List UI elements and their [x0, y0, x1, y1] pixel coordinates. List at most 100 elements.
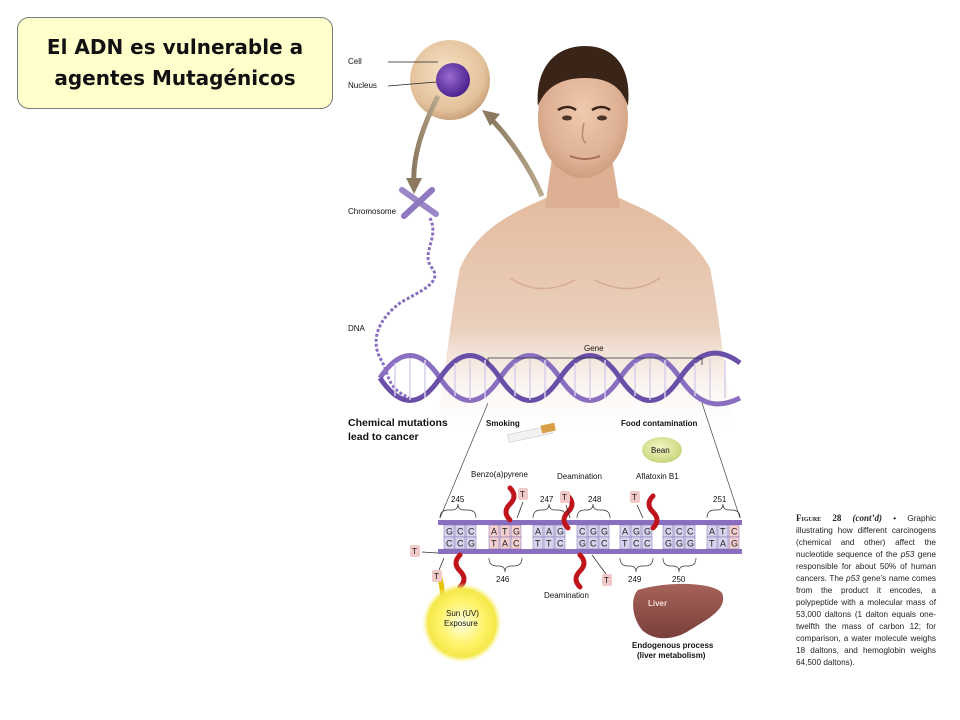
sun-line1: Sun (UV): [446, 609, 479, 618]
bottom-base-box: [454, 536, 466, 550]
bottom-base: G: [579, 539, 586, 549]
bottom-base: G: [731, 539, 738, 549]
gene-label: Gene: [584, 344, 604, 353]
bottom-base: T: [535, 539, 541, 549]
cell-label: Cell: [348, 57, 362, 66]
caption-bullet: •: [893, 514, 897, 523]
sun-icon: [422, 583, 502, 663]
top-base: G: [644, 527, 651, 537]
dna-double-helix: [377, 350, 742, 407]
bottom-base-box: [543, 536, 555, 550]
top-base: C: [468, 527, 475, 537]
top-base: G: [446, 527, 453, 537]
illustration-svg: Cell Nucleus Chromosome DNA Gene Che: [340, 18, 770, 668]
bottom-base-box: [673, 536, 685, 550]
codon-245: 245: [451, 495, 465, 504]
bottom-base: C: [633, 539, 640, 549]
bottom-base: T: [622, 539, 628, 549]
endogenous-line1: Endogenous process: [632, 641, 714, 650]
bottom-base: C: [513, 539, 520, 549]
codon-251: 251: [713, 495, 727, 504]
codon-249: 249: [628, 575, 642, 584]
bottom-base-box: [598, 536, 610, 550]
bottom-base-box: [576, 536, 588, 550]
top-base: A: [622, 527, 628, 537]
bottom-base-box: [465, 536, 477, 550]
top-base: C: [665, 527, 672, 537]
caption-text-1: Graphic illustrating how different carci…: [796, 514, 936, 559]
bean-icon: [642, 437, 682, 463]
endogenous-line2: (liver metabolism): [637, 651, 706, 660]
bottom-base: G: [676, 539, 683, 549]
bottom-base: T: [491, 539, 497, 549]
svg-text:T: T: [412, 547, 417, 556]
carcinogen-illustration: Cell Nucleus Chromosome DNA Gene Che: [340, 18, 770, 668]
caption-gene-2: p53: [846, 574, 860, 583]
bottom-base-box: [684, 536, 696, 550]
liver-icon: [633, 583, 724, 639]
bottom-base-box: [488, 536, 500, 550]
bottom-base-box: [510, 536, 522, 550]
chromosome: [399, 187, 439, 219]
chemical-mutations-line2: lead to cancer: [348, 431, 419, 443]
dna-label: DNA: [348, 324, 366, 333]
cigarette-icon: [507, 422, 556, 443]
top-base: G: [601, 527, 608, 537]
top-base: A: [709, 527, 715, 537]
caption-cont: (cont’d): [852, 513, 883, 523]
caption-gene-1: p53: [900, 550, 915, 559]
codon-246: 246: [496, 575, 510, 584]
svg-text:T: T: [604, 576, 609, 585]
bottom-base: G: [687, 539, 694, 549]
smoking-label: Smoking: [486, 419, 520, 428]
bottom-base: A: [502, 539, 508, 549]
benzo-label: Benzo(a)pyrene: [471, 470, 528, 479]
caption-text-3: gene’s name comes from the product it en…: [796, 574, 937, 667]
gene-bracket: [487, 357, 703, 365]
bottom-base-box: [587, 536, 599, 550]
title-box: El ADN es vulnerable a agentes Mutagénic…: [17, 17, 333, 109]
top-base: G: [590, 527, 597, 537]
bottom-base: C: [590, 539, 597, 549]
top-base: A: [546, 527, 552, 537]
figure-caption: Figure 28 (cont’d) • Graphic illustratin…: [796, 512, 936, 669]
bottom-base-box: [443, 536, 455, 550]
top-base: G: [633, 527, 640, 537]
bottom-base: C: [446, 539, 453, 549]
top-base: C: [579, 527, 586, 537]
bottom-base-box: [532, 536, 544, 550]
svg-text:T: T: [632, 493, 637, 502]
top-base: G: [557, 527, 564, 537]
nucleus-label: Nucleus: [348, 81, 377, 90]
bottom-strand-rail: [438, 549, 742, 554]
top-base: C: [676, 527, 683, 537]
bottom-base-box: [728, 536, 740, 550]
bottom-base: G: [665, 539, 672, 549]
chemical-mutations-line1: Chemical mutations: [348, 417, 448, 429]
top-base: G: [513, 527, 520, 537]
svg-text:T: T: [434, 572, 439, 581]
bottom-base: C: [557, 539, 564, 549]
nucleus: [436, 63, 470, 97]
caption-text-2: gene responsible for about 50% of human …: [796, 550, 937, 583]
mutation-tags: T T T T T T: [410, 488, 640, 586]
bottom-base-box: [630, 536, 642, 550]
bottom-base-box: [641, 536, 653, 550]
caption-figure-label: Figure 28: [796, 513, 842, 523]
bottom-base-box: [554, 536, 566, 550]
bottom-base-box: [706, 536, 718, 550]
bottom-base: T: [546, 539, 552, 549]
top-strand-rail: [438, 520, 742, 525]
bottom-base: G: [468, 539, 475, 549]
aflatoxin-label: Aflatoxin B1: [636, 472, 679, 481]
deamination-top-label: Deamination: [557, 472, 602, 481]
top-base: C: [687, 527, 694, 537]
top-base: A: [491, 527, 497, 537]
deamination-bottom-label: Deamination: [544, 591, 589, 600]
codon-248: 248: [588, 495, 602, 504]
top-base: T: [720, 527, 726, 537]
bottom-base: C: [601, 539, 608, 549]
torso: [435, 196, 735, 438]
codon-247: 247: [540, 495, 554, 504]
bean-label: Bean: [651, 446, 670, 455]
